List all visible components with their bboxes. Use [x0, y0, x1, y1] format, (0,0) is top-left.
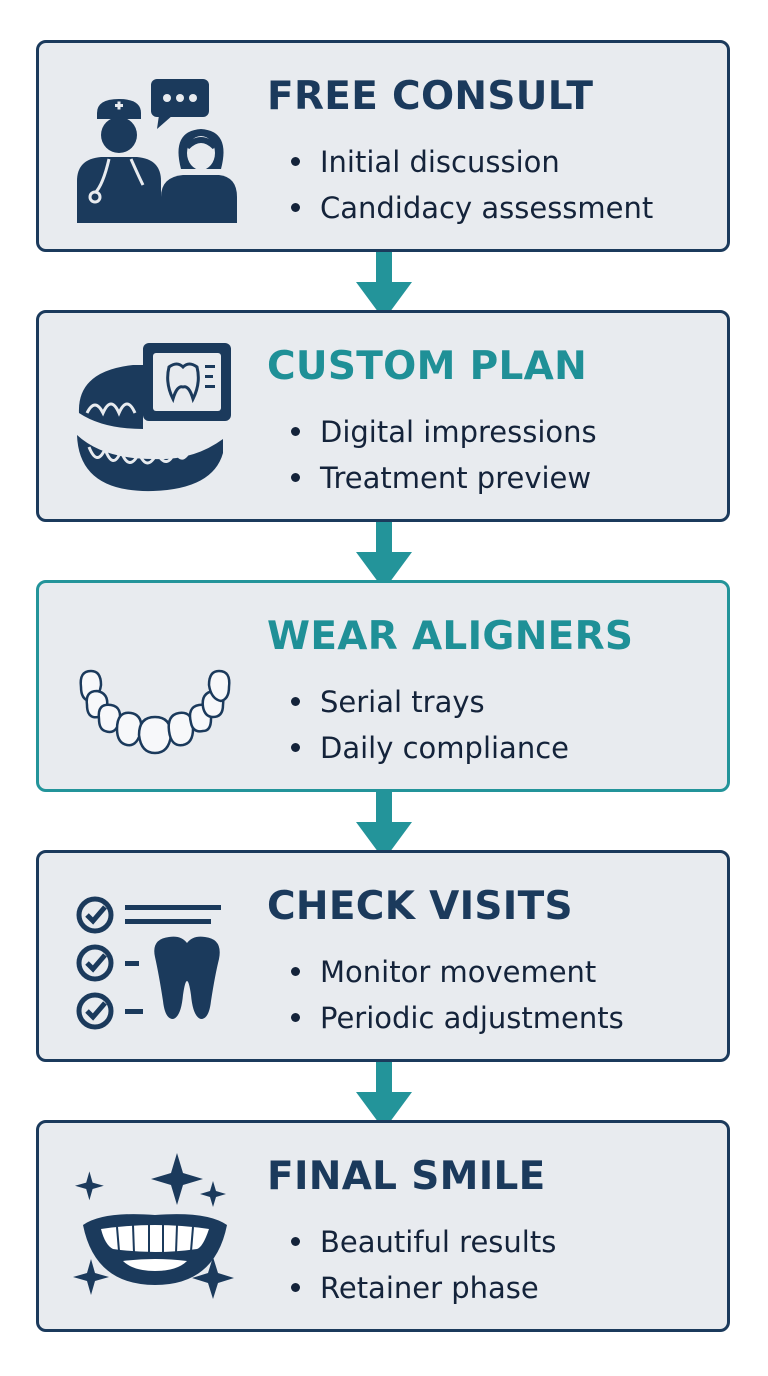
step-title: WEAR ALIGNERS	[267, 614, 634, 659]
bullet-item: Daily compliance	[291, 725, 569, 771]
step-bullets: Serial trays Daily compliance	[291, 679, 569, 771]
step-title: FREE CONSULT	[267, 74, 594, 119]
step-check-visits: CHECK VISITS Monitor movement Periodic a…	[36, 850, 730, 1062]
dental-scan-icon	[77, 343, 231, 492]
bullet-item: Retainer phase	[291, 1265, 556, 1311]
bullet-item: Digital impressions	[291, 409, 597, 455]
checklist-tooth-icon	[76, 896, 221, 1030]
step-bullets: Beautiful results Retainer phase	[291, 1219, 556, 1311]
step-title: FINAL SMILE	[267, 1154, 546, 1199]
step-free-consult: FREE CONSULT Initial discussion Candidac…	[36, 40, 730, 252]
bullet-item: Initial discussion	[291, 139, 653, 185]
step-bullets: Monitor movement Periodic adjustments	[291, 949, 624, 1041]
bullet-item: Treatment preview	[291, 455, 597, 501]
aligner-tray-icon	[79, 669, 231, 755]
bullet-item: Periodic adjustments	[291, 995, 624, 1041]
bullet-item: Beautiful results	[291, 1219, 556, 1265]
bullet-item: Serial trays	[291, 679, 569, 725]
step-title: CUSTOM PLAN	[267, 344, 588, 389]
step-bullets: Initial discussion Candidacy assessment	[291, 139, 653, 231]
step-final-smile: FINAL SMILE Beautiful results Retainer p…	[36, 1120, 730, 1332]
step-title: CHECK VISITS	[267, 884, 573, 929]
sparkling-smile-icon	[73, 1153, 234, 1299]
step-bullets: Digital impressions Treatment preview	[291, 409, 597, 501]
doctor-patient-chat-icon	[77, 79, 237, 223]
step-wear-aligners: WEAR ALIGNERS Serial trays Daily complia…	[36, 580, 730, 792]
bullet-item: Candidacy assessment	[291, 185, 653, 231]
step-custom-plan: CUSTOM PLAN Digital impressions Treatmen…	[36, 310, 730, 522]
bullet-item: Monitor movement	[291, 949, 624, 995]
